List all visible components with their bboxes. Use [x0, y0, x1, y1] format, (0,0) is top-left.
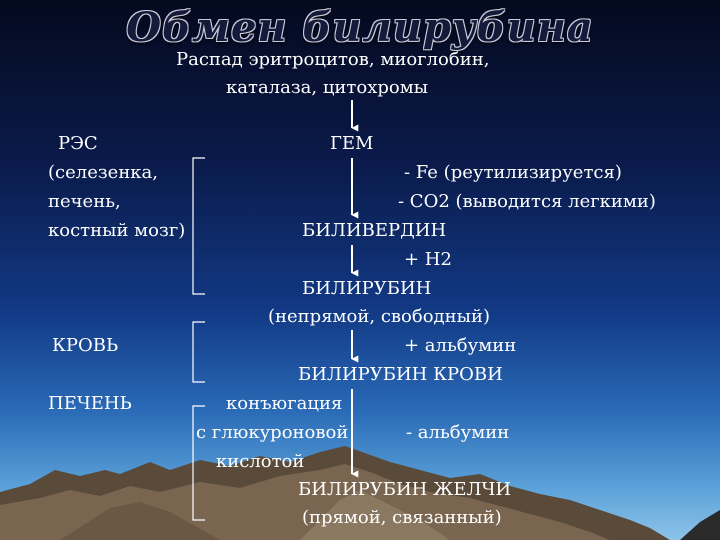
fe-note: - Fe (реутилизируется)	[404, 162, 622, 183]
h2-note: + H2	[404, 249, 452, 270]
conjugation-line-3: кислотой	[216, 451, 305, 472]
bilirubin-subtitle: (непрямой, свободный)	[268, 306, 490, 327]
conjugation-line-2: с глюкуроновой	[196, 422, 349, 443]
slide-title: Обмен билирубина	[126, 4, 594, 51]
blood-label: КРОВЬ	[52, 335, 119, 356]
bracket-blood	[192, 321, 205, 383]
blood-bilirubin-label: БИЛИРУБИН КРОВИ	[298, 364, 503, 385]
bracket-res	[192, 157, 205, 295]
heme-label: ГЕМ	[330, 133, 374, 154]
co2-note: - CO2 (выводится легкими)	[398, 191, 656, 212]
albumin-minus-note: - альбумин	[406, 422, 510, 443]
res-label-line-2: (селезенка,	[48, 162, 159, 183]
res-label-line-3: печень,	[48, 191, 121, 212]
conjugation-line-1: конъюгация	[226, 393, 343, 414]
source-line-2: каталаза, цитохромы	[226, 77, 429, 98]
bracket-liver	[192, 405, 205, 521]
bile-bilirubin-label: БИЛИРУБИН ЖЕЛЧИ	[298, 479, 512, 500]
bile-bilirubin-subtitle: (прямой, связанный)	[302, 507, 502, 528]
source-line-1: Распад эритроцитов, миоглобин,	[176, 49, 490, 70]
albumin-plus-note: + альбумин	[404, 335, 517, 356]
res-label-line-1: РЭС	[58, 133, 98, 154]
res-label-line-4: костный мозг)	[48, 220, 186, 241]
liver-label: ПЕЧЕНЬ	[48, 393, 132, 414]
biliverdin-label: БИЛИВЕРДИН	[302, 220, 447, 241]
bilirubin-label: БИЛИРУБИН	[302, 278, 432, 299]
